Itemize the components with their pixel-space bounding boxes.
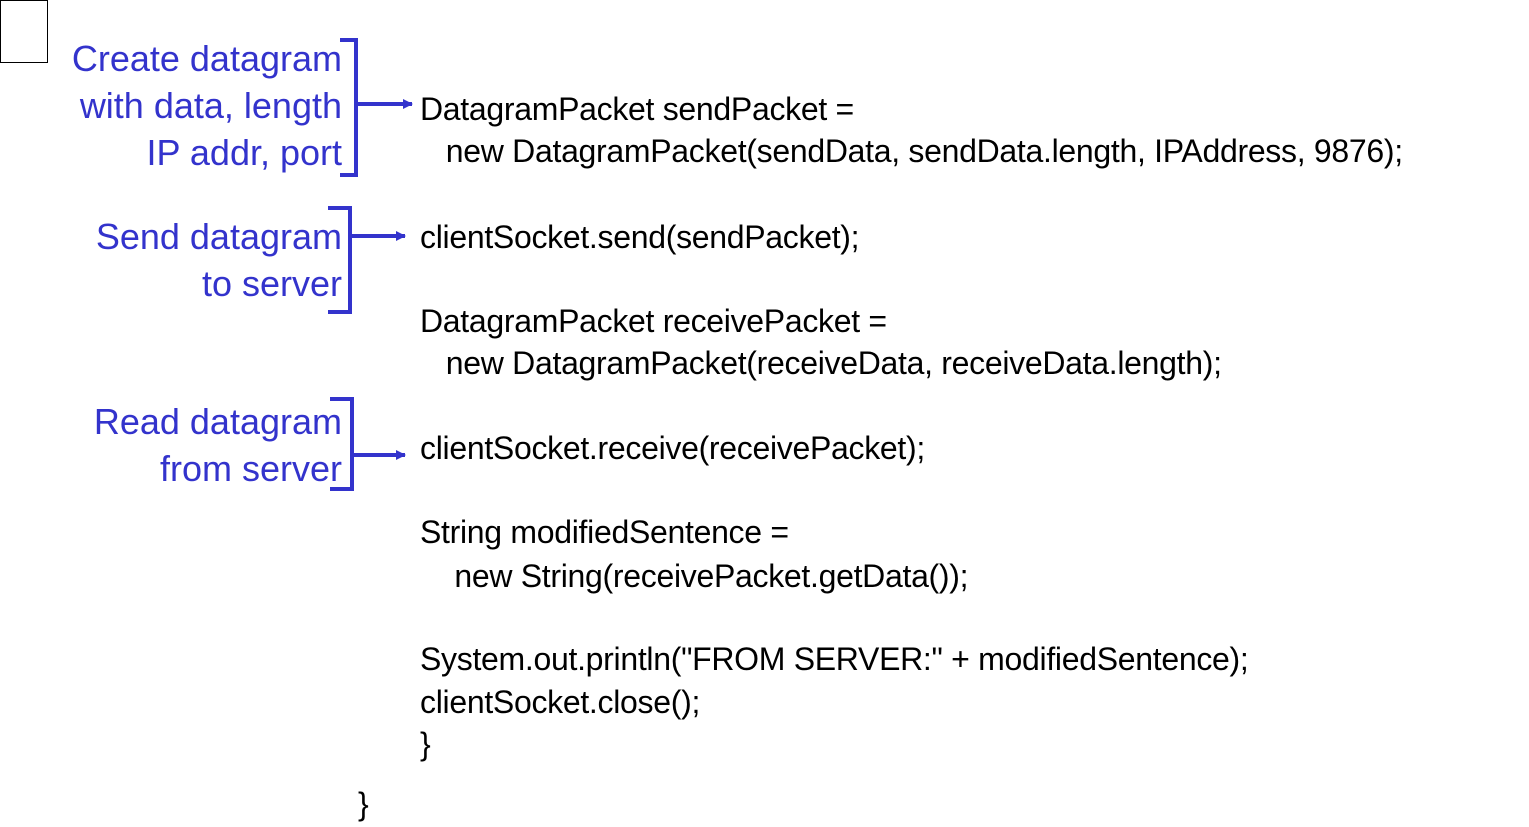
annotation-line: with data, length (79, 85, 342, 126)
annotation-line: from server (159, 448, 342, 489)
annotation-line: Create datagram (71, 38, 342, 79)
placeholder-box (0, 0, 48, 63)
bracket-send (328, 206, 406, 314)
code-line: DatagramPacket sendPacket = (420, 91, 854, 127)
code-line: new DatagramPacket(receiveData, receiveD… (420, 345, 1222, 381)
code-line: clientSocket.close(); (420, 684, 701, 720)
code-line: clientSocket.send(sendPacket); (420, 219, 860, 255)
bracket-read (330, 397, 406, 491)
bracket-create (340, 38, 413, 177)
code-closing-brace: } (420, 726, 431, 762)
code-line: System.out.println("FROM SERVER:" + modi… (420, 641, 1249, 677)
code-line: new DatagramPacket(sendData, sendData.le… (420, 133, 1403, 169)
outer-closing-brace: } (358, 786, 369, 822)
code-line: String modifiedSentence = (420, 514, 789, 550)
annotation-line: Read datagram (93, 401, 342, 442)
annotation-read-datagram: Read datagram from server (94, 398, 342, 492)
annotation-create-datagram: Create datagram with data, length IP add… (72, 35, 342, 176)
code-line: DatagramPacket receivePacket = (420, 303, 887, 339)
code-line: new String(receivePacket.getData()); (420, 558, 969, 594)
annotation-line: to server (201, 263, 342, 304)
annotation-line: Send datagram (95, 216, 342, 257)
annotation-line: IP addr, port (146, 132, 342, 173)
annotation-send-datagram: Send datagram to server (96, 213, 342, 307)
code-line: clientSocket.receive(receivePacket); (420, 430, 925, 466)
